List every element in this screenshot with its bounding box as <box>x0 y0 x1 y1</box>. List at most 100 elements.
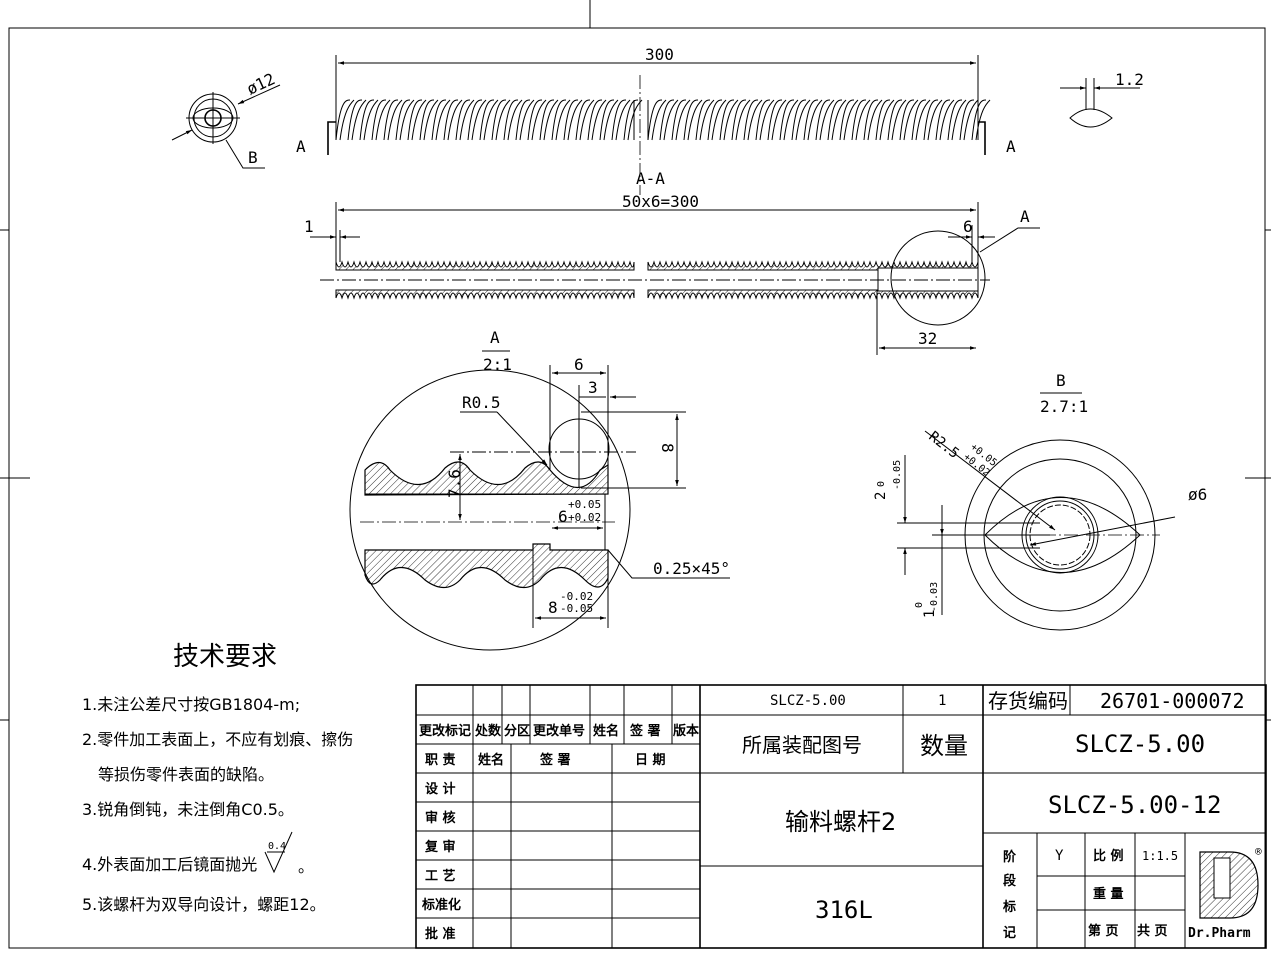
detail-b-scale: 2.7:1 <box>1040 397 1088 416</box>
thread-flight <box>771 99 787 141</box>
thread-flight <box>519 99 535 141</box>
thread-flight <box>899 99 915 141</box>
registered-mark: ® <box>1255 845 1262 858</box>
thread-flight <box>507 99 523 141</box>
thread-flight <box>747 99 763 141</box>
thread-flight <box>795 99 811 141</box>
logo-text: Dr.Pharm <box>1188 926 1251 941</box>
detail-b-dim2-lower: -0.05 <box>892 460 903 490</box>
thread-flight <box>839 99 855 141</box>
thread-flight <box>335 99 351 141</box>
thread-flight <box>467 99 483 141</box>
detail-b-dia: ø6 <box>1188 485 1207 504</box>
dr-pharm-logo: Dr.Pharm ® <box>1188 845 1262 941</box>
tech-req-item: 4.外表面加工后镜面抛光 <box>82 855 257 874</box>
thread-flight <box>399 99 415 141</box>
thread-flight <box>419 99 435 141</box>
thread-flight <box>711 99 727 141</box>
thread-flight <box>623 99 639 141</box>
thread-flight <box>339 99 355 141</box>
thread-flight <box>843 99 859 141</box>
role-row: 审 核 <box>425 810 456 826</box>
thread-flight <box>591 99 607 141</box>
detail-a-dim-6: 6 <box>574 355 584 374</box>
tech-req-item4-end: 。 <box>298 857 314 876</box>
assembly-label: 所属装配图号 <box>742 733 862 757</box>
thread-flight <box>647 99 663 141</box>
thread-flight <box>515 99 531 141</box>
thread-flight <box>567 99 583 141</box>
detail-a-dim-7-6: 7.6 <box>445 469 464 498</box>
total-pages-label: 共 页 <box>1137 923 1168 939</box>
thread-flight <box>803 99 819 141</box>
thread-flight <box>927 99 943 141</box>
overall-length-dim: 300 <box>645 45 674 64</box>
thread-flight <box>627 99 643 141</box>
detail-a-depth-upper: -0.02 <box>560 590 593 603</box>
title-block: 更改标记 处数 分区 更改单号 姓名 签 署 版本 职 责 姓名 签 署 日 期… <box>415 684 1267 949</box>
thread-flight <box>479 99 495 141</box>
detail-a-depth-lower: -0.05 <box>560 602 593 615</box>
thread-flight <box>555 99 571 141</box>
thread-flight <box>891 99 907 141</box>
lens-width-dim: 1.2 <box>1115 70 1144 89</box>
roughness-symbol-icon <box>264 831 293 874</box>
thread-flight <box>827 99 843 141</box>
thread-flight <box>819 99 835 141</box>
thread-flight <box>587 99 603 141</box>
thread-flight <box>683 99 699 141</box>
thread-flight <box>755 99 771 141</box>
section-view: A-A 50x6=300 1 6 A 32 <box>304 169 1040 355</box>
thread-flight <box>671 99 687 141</box>
thread-flight <box>435 99 451 141</box>
tech-req-item: 2.零件加工表面上，不应有划痕、擦伤 <box>82 730 353 749</box>
technical-requirements: 技术要求 1.未注公差尺寸按GB1804-m; 2.零件加工表面上，不应有划痕、… <box>82 642 353 914</box>
section-mark-left: A <box>296 137 306 156</box>
thread-flight <box>951 99 967 141</box>
product-code: SLCZ-5.00 <box>1075 730 1205 758</box>
section-thread-bottom <box>647 289 979 300</box>
thread-flight <box>783 99 799 141</box>
thread-flight <box>563 99 579 141</box>
stage-label: 标 <box>1002 899 1016 915</box>
tech-req-item: 5.该螺杆为双导向设计，螺距12。 <box>82 895 326 914</box>
stage-label: 段 <box>1003 873 1016 889</box>
thread-flight <box>407 99 423 141</box>
thread-flight <box>719 99 735 141</box>
detail-b-label: B <box>1056 371 1066 390</box>
section-thread-top <box>335 260 635 271</box>
detail-a-label: A <box>490 328 500 347</box>
thread-flight <box>851 99 867 141</box>
thread-flight <box>959 99 975 141</box>
role-row: 复 审 <box>424 839 456 855</box>
lens-view: 1.2 <box>1060 70 1144 128</box>
thread-flight <box>963 99 979 141</box>
thread-flight <box>875 99 891 141</box>
detail-a-depth: 8 <box>548 598 558 617</box>
thread-flight <box>599 99 615 141</box>
role-row: 批 准 <box>425 926 456 942</box>
detail-b-ref: B <box>248 148 258 167</box>
thread-flight <box>695 99 711 141</box>
role-header: 姓名 <box>477 752 504 768</box>
detail-b-radius: R2.5 <box>926 429 962 462</box>
thread-flight <box>735 99 751 141</box>
thread-flight <box>603 99 619 141</box>
detail-b-dim2: 2 <box>873 492 889 500</box>
thread-flight <box>915 99 931 141</box>
thread-flight <box>611 99 627 141</box>
detail-a-ref: A <box>1020 207 1030 226</box>
right-offset-dim: 6 <box>963 217 973 236</box>
thread-flight <box>723 99 739 141</box>
thread-flight <box>975 99 991 141</box>
thread-flight <box>375 99 391 141</box>
detail-a-chamfer: 0.25×45° <box>653 559 730 578</box>
thread-flight <box>923 99 939 141</box>
detail-a-scale: 2:1 <box>483 355 512 374</box>
thread-flight <box>527 99 543 141</box>
detail-a-dim-3: 3 <box>588 378 598 397</box>
quantity-label: 数量 <box>920 732 968 760</box>
end-view: ø12 B <box>171 69 281 169</box>
change-header: 分区 <box>504 723 530 739</box>
